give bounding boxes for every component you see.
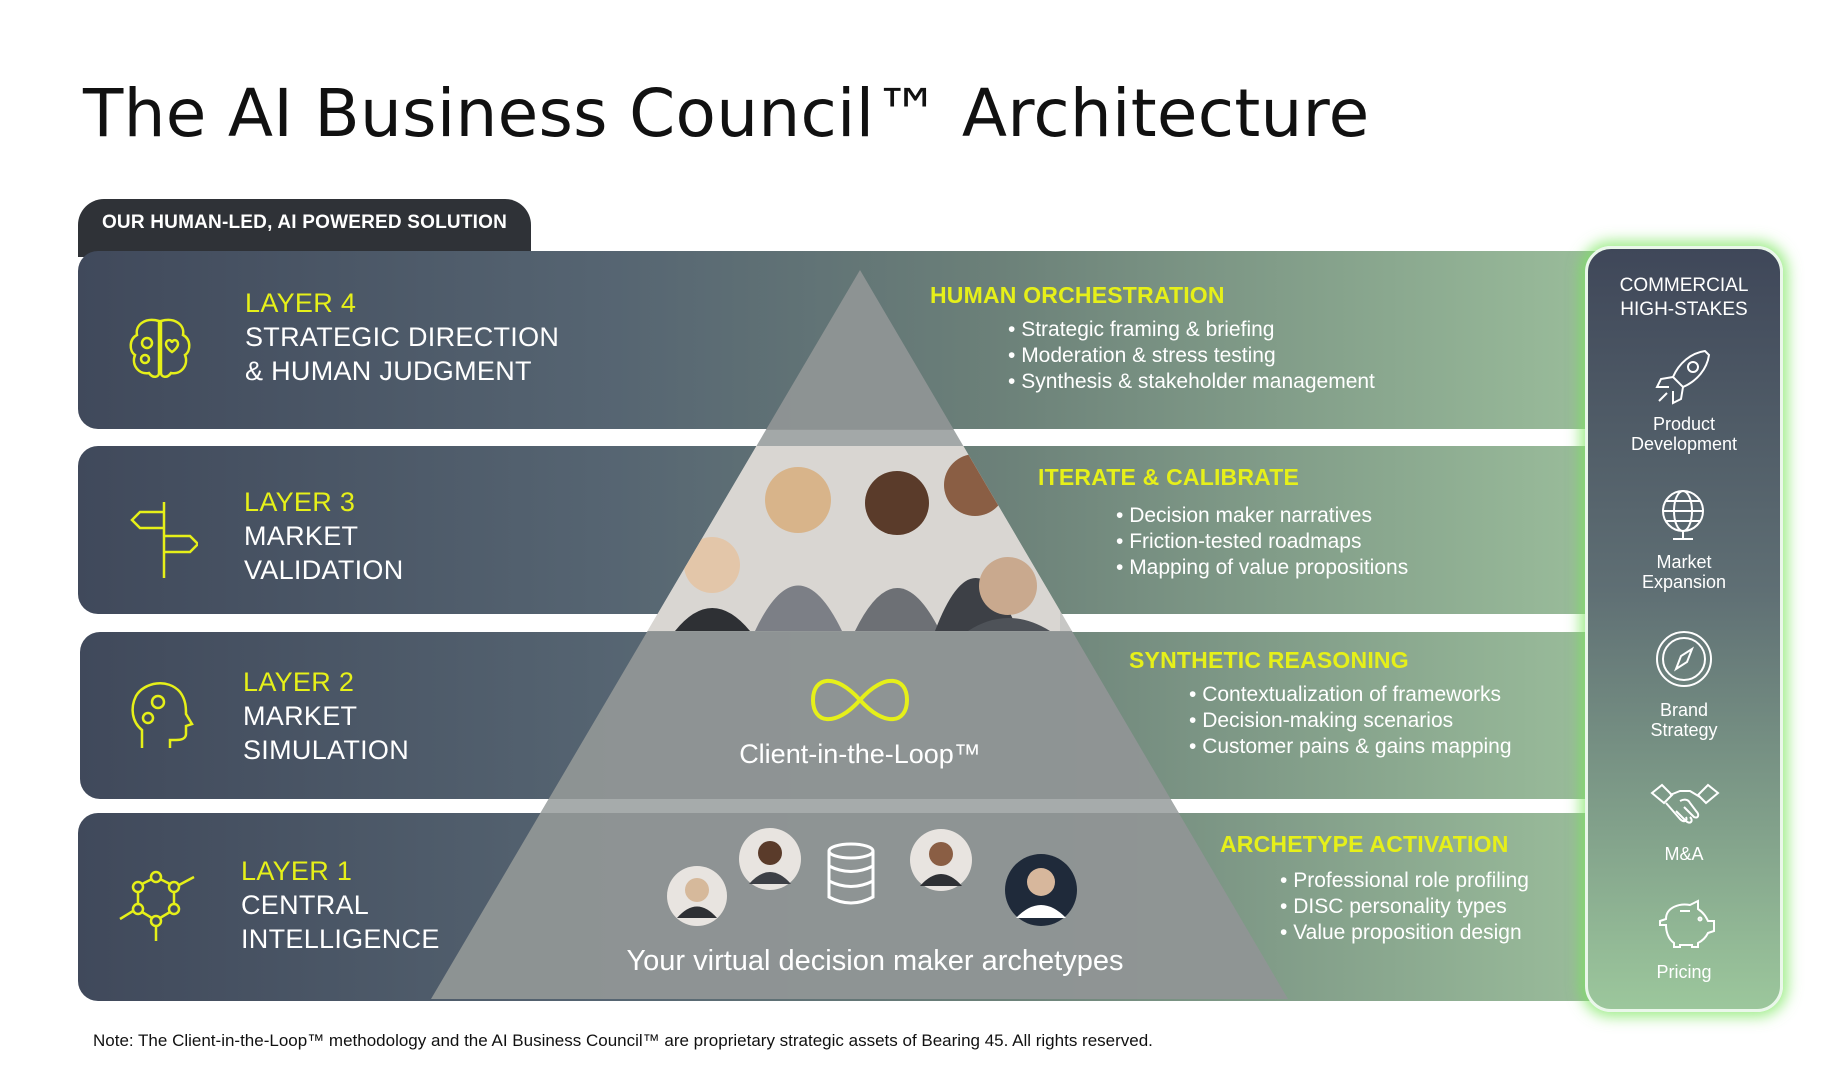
archetype-avatars: [667, 828, 1077, 926]
layer-1-label: LAYER 1 CENTRAL INTELLIGENCE: [241, 854, 440, 956]
layer-2-title-line1: MARKET: [243, 701, 358, 731]
rocket-icon: [1655, 349, 1711, 405]
side-item-market-expansion: Market Expansion: [1588, 552, 1780, 592]
side-item-line1: Brand: [1659, 700, 1709, 720]
layer-1-bullet: Value proposition design: [1280, 920, 1529, 946]
layer-4-label: LAYER 4 STRATEGIC DIRECTION & HUMAN JUDG…: [245, 286, 559, 388]
client-in-the-loop-label: Client-in-the-Loop™: [739, 739, 981, 769]
side-item-line2: Expansion: [1641, 572, 1727, 592]
side-item-line1: Market: [1656, 552, 1712, 572]
layer-3-bullet: Mapping of value propositions: [1116, 555, 1408, 581]
layer-3-bullet: Friction-tested roadmaps: [1116, 529, 1408, 555]
layer-2-bullet: Decision-making scenarios: [1189, 708, 1512, 734]
layer-2-section: SYNTHETIC REASONING Contextualization of…: [1129, 647, 1512, 760]
layer-4-number: LAYER 4: [245, 288, 357, 318]
layer-1-number: LAYER 1: [241, 856, 353, 886]
layer-4-section: HUMAN ORCHESTRATION Strategic framing & …: [930, 282, 1375, 395]
layer-2-bullet: Customer pains & gains mapping: [1189, 734, 1511, 760]
side-item-line2: Strategy: [1650, 720, 1718, 740]
layer-3-section-title: ITERATE & CALIBRATE: [1038, 464, 1300, 490]
layer-1-section: ARCHETYPE ACTIVATION Professional role p…: [1220, 831, 1529, 946]
piggy-bank-icon: [1659, 899, 1715, 948]
layer-1-title-line2: INTELLIGENCE: [241, 924, 440, 954]
globe-icon: [1662, 490, 1704, 540]
side-header-line2: HIGH-STAKES: [1620, 299, 1748, 320]
layer-3-section: ITERATE & CALIBRATE Decision maker narra…: [1038, 464, 1408, 581]
layer-4-title-line1: STRATEGIC DIRECTION: [245, 322, 560, 352]
page-title: The AI Business Council™ Architecture: [83, 75, 1370, 152]
database-icon: [827, 842, 875, 905]
side-item-product-development: Product Development: [1588, 414, 1780, 454]
archetypes-label: Your virtual decision maker archetypes: [626, 945, 1124, 977]
side-item-line1: M&A: [1664, 844, 1704, 864]
layer-2-number: LAYER 2: [243, 667, 355, 697]
layer-2-bullet: Contextualization of frameworks: [1189, 682, 1512, 708]
layer-1-section-title: ARCHETYPE ACTIVATION: [1220, 831, 1509, 857]
footnote: Note: The Client-in-the-Loop™ methodolog…: [93, 1031, 1153, 1050]
head-gears-icon: [131, 682, 194, 748]
network-nodes-icon: [119, 870, 195, 941]
infinity-icon: [810, 678, 910, 722]
solution-tab: OUR HUMAN-LED, AI POWERED SOLUTION: [78, 199, 531, 257]
side-panel-header: COMMERCIAL HIGH-STAKES: [1588, 274, 1780, 322]
layer-4-bullet: Strategic framing & briefing: [1008, 317, 1375, 343]
side-item-brand-strategy: Brand Strategy: [1588, 700, 1780, 740]
layer-2-label: LAYER 2 MARKET SIMULATION: [243, 665, 409, 767]
layer-3-bullet: Decision maker narratives: [1116, 503, 1408, 529]
side-item-line1: Product: [1652, 414, 1716, 434]
layer-4-section-title: HUMAN ORCHESTRATION: [930, 282, 1225, 308]
handshake-icon: [1650, 783, 1720, 824]
layer-3-number: LAYER 3: [244, 487, 356, 517]
layer-4-bullet: Moderation & stress testing: [1008, 343, 1375, 369]
layer-4-title-line2: & HUMAN JUDGMENT: [245, 356, 532, 386]
compass-icon: [1656, 631, 1712, 687]
team-photo: [640, 446, 1060, 631]
side-item-pricing: Pricing: [1588, 962, 1780, 982]
layer-3-title-line2: VALIDATION: [244, 555, 404, 585]
brain-gears-heart-icon: [129, 318, 191, 378]
layer-1-title-line1: CENTRAL: [241, 890, 370, 920]
signpost-icon: [130, 502, 198, 578]
side-item-line2: Development: [1630, 434, 1738, 454]
layer-1-bullet: Professional role profiling: [1280, 868, 1529, 894]
commercial-side-panel: COMMERCIAL HIGH-STAKES Product Developme…: [1585, 246, 1783, 1012]
layer-2-section-title: SYNTHETIC REASONING: [1129, 647, 1409, 673]
layer-1-bullet: DISC personality types: [1280, 894, 1529, 920]
side-item-m-and-a: M&A: [1588, 844, 1780, 864]
side-header-line1: COMMERCIAL: [1619, 275, 1749, 296]
layer-4-bullet: Synthesis & stakeholder management: [1008, 369, 1375, 395]
layer-3-label: LAYER 3 MARKET VALIDATION: [244, 485, 404, 587]
layer-2-title-line2: SIMULATION: [243, 735, 410, 765]
side-item-line1: Pricing: [1656, 962, 1712, 982]
layer-3-title-line1: MARKET: [244, 521, 359, 551]
